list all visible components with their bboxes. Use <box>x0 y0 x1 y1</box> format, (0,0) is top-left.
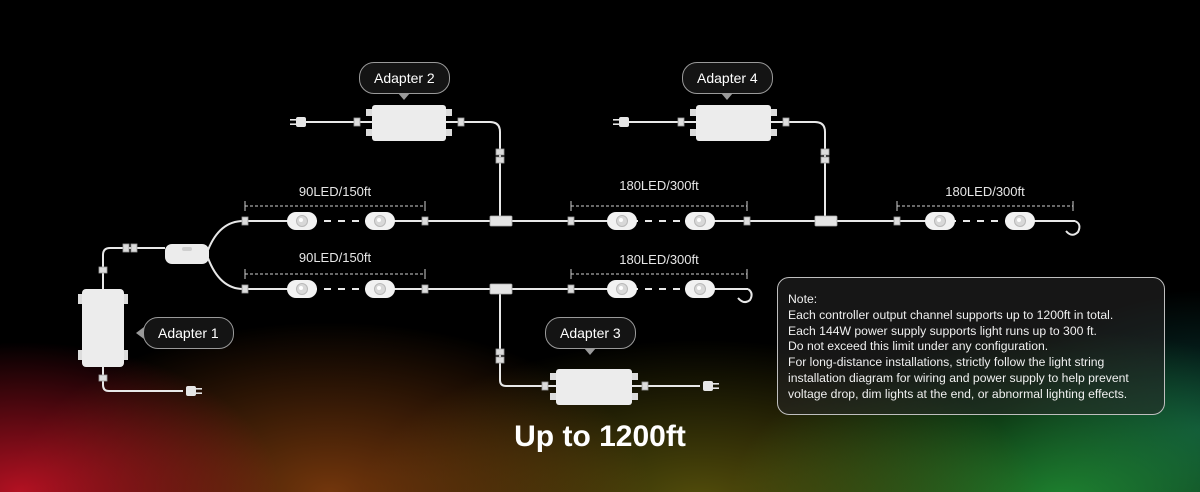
segment-label-top-3: 180LED/300ft <box>945 184 1025 199</box>
connector-icon <box>98 117 901 391</box>
segment-label-bottom-2: 180LED/300ft <box>619 252 699 267</box>
adapter-4-label: Adapter 4 <box>682 62 773 100</box>
note-line: installation diagram for wiring and powe… <box>788 370 1129 385</box>
length-brackets <box>244 201 1074 279</box>
adapter-2-label: Adapter 2 <box>359 62 450 100</box>
adapter-3-label: Adapter 3 <box>545 317 636 355</box>
note-line: For long-distance installations, strictl… <box>788 355 1105 370</box>
headline: Up to 1200ft <box>514 420 686 453</box>
note-title: Note: <box>788 292 818 306</box>
segment-label-top-1: 90LED/150ft <box>298 184 372 199</box>
adapter-1-label: Adapter 1 <box>136 317 234 349</box>
note-line: Each 144W power supply supports light ru… <box>788 323 1097 338</box>
note-line: Do not exceed this limit under any confi… <box>788 339 1049 354</box>
note-line: voltage drop, dim lights at the end, or … <box>788 386 1128 401</box>
note-box: Note: Each controller output channel sup… <box>777 277 1165 415</box>
power-adapter-icon <box>78 105 777 405</box>
note-line: Each controller output channel supports … <box>788 307 1114 322</box>
controller-icon <box>165 244 209 264</box>
segment-label-top-2: 180LED/300ft <box>619 178 699 193</box>
segment-label-bottom-1: 90LED/150ft <box>298 250 372 265</box>
